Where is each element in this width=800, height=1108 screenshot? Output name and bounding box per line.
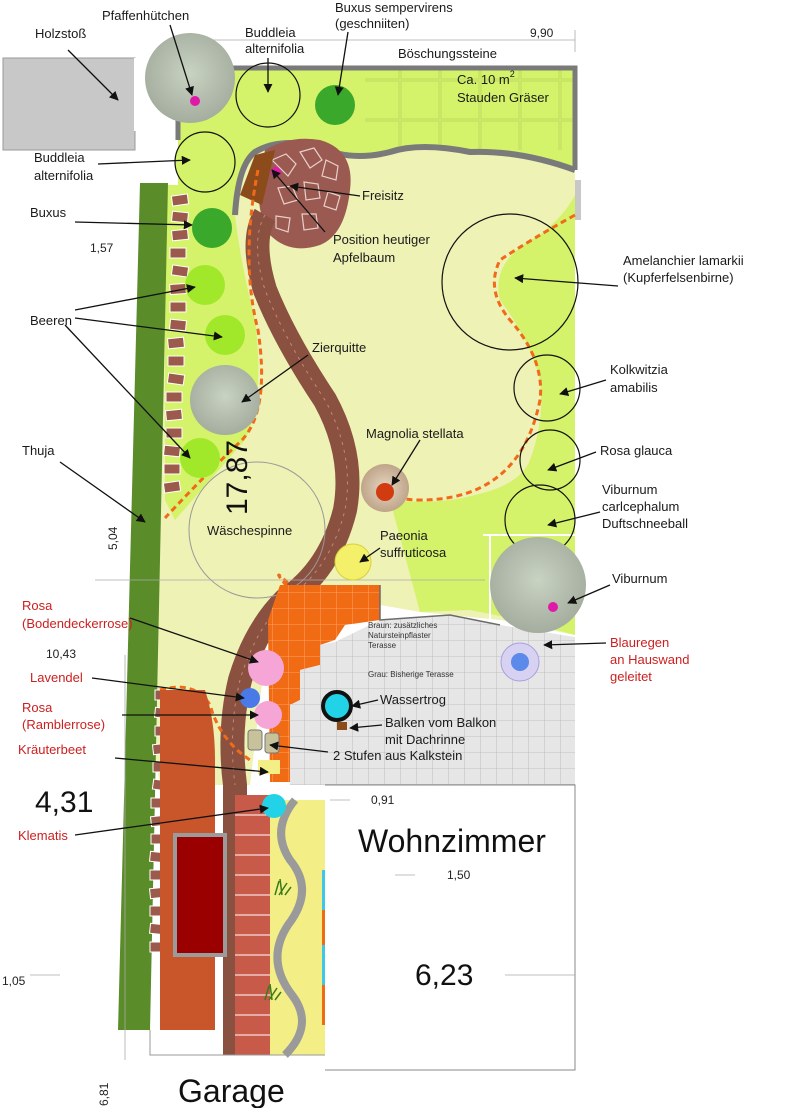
label-braun-1: Braun: zusätzliches: [368, 621, 437, 630]
dim-681: 6,81: [97, 1082, 111, 1106]
label-amelanchier-1: Amelanchier lamarkii: [623, 253, 744, 268]
dim-157: 1,57: [90, 241, 114, 255]
label-stufen: 2 Stufen aus Kalkstein: [333, 748, 462, 763]
label-garage: Garage: [178, 1073, 285, 1108]
label-waeschespinne: Wäschespinne: [207, 523, 292, 538]
label-buddleia-top-2: alternifolia: [245, 41, 305, 56]
label-kraeuterbeet: Kräuterbeet: [18, 742, 86, 757]
label-klematis: Klematis: [18, 828, 68, 843]
quitte-tree: [190, 365, 260, 435]
label-freisitz: Freisitz: [362, 188, 404, 203]
terrace-new: [268, 585, 380, 782]
label-buxus: Buxus: [30, 205, 67, 220]
buxus-circle: [192, 208, 232, 248]
label-magnolia: Magnolia stellata: [366, 426, 464, 441]
label-wassertrog: Wassertrog: [380, 692, 446, 707]
dim-431: 4,31: [35, 786, 93, 819]
dim-105: 1,05: [2, 974, 26, 988]
amelanchier-circle: [441, 213, 579, 351]
label-thuja: Thuja: [22, 443, 55, 458]
beeren-2: [205, 315, 245, 355]
label-kolkwitzia-1: Kolkwitzia: [610, 362, 669, 377]
label-viburnum-c-1: Viburnum: [602, 482, 657, 497]
holzstoss-area: [2, 57, 136, 151]
label-buxus-semp-2: (geschniiten): [335, 16, 409, 31]
rosa-glauca-circle: [519, 429, 581, 491]
label-wohnzimmer: Wohnzimmer: [358, 823, 546, 859]
rosa-bd-circle: [248, 650, 284, 686]
label-rosa-bd-2: (Bodendeckerrose): [22, 616, 133, 631]
label-blauregen-3: geleitet: [610, 669, 652, 684]
label-lavendel: Lavendel: [30, 670, 83, 685]
label-holzstoss: Holzstoß: [35, 26, 86, 41]
label-kolkwitzia-2: amabilis: [610, 380, 658, 395]
waeschespinne-circle: [188, 461, 326, 599]
dim-1787: 17,87: [221, 440, 254, 515]
label-viburnum-c-2: carlcephalum: [602, 499, 679, 514]
label-rosa-r-2: (Ramblerrose): [22, 717, 105, 732]
klematis-circle: [262, 794, 286, 818]
dim-091: 0,91: [371, 793, 395, 807]
viburnum-tree: [490, 537, 586, 633]
label-blauregen-1: Blauregen: [610, 635, 669, 650]
label-viburnum-c-3: Duftschneeball: [602, 516, 688, 531]
paeonia-circle: [334, 543, 372, 581]
label-stauden-1: Ca. 10 m2: [457, 69, 515, 87]
dim-150: 1,50: [447, 868, 471, 882]
dim-1043: 10,43: [46, 647, 76, 661]
boeschung-wall: [178, 65, 578, 170]
beeren-1: [185, 265, 225, 305]
dim-504: 5,04: [106, 526, 120, 550]
label-pfaffenhuetchen: Pfaffenhütchen: [102, 8, 189, 23]
label-boeschungssteine: Böschungssteine: [398, 46, 497, 61]
dim-top-width: 9,90: [530, 26, 554, 40]
buddleia-left-circle: [174, 131, 236, 193]
thuja-hedge: [118, 183, 168, 1030]
buxus-semp-circle: [315, 85, 355, 125]
label-apfel-2: Apfelbaum: [333, 250, 395, 265]
label-beeren: Beeren: [30, 313, 72, 328]
label-grau: Grau: Bisherige Terasse: [368, 670, 454, 679]
label-buddleia-left-1: Buddleia: [34, 150, 85, 165]
label-rosa-r-1: Rosa: [22, 700, 53, 715]
label-viburnum: Viburnum: [612, 571, 667, 586]
label-balken-2: mit Dachrinne: [385, 732, 465, 747]
wassertrog: [321, 690, 353, 722]
rosa-r-circle: [254, 701, 282, 729]
label-buddleia-left-2: alternifolia: [34, 168, 94, 183]
label-braun-3: Terasse: [368, 641, 397, 650]
label-amelanchier-2: (Kupferfelsenbirne): [623, 270, 734, 285]
label-zierquitte: Zierquitte: [312, 340, 366, 355]
right-bed: [390, 195, 575, 635]
label-apfel-1: Position heutiger: [333, 232, 431, 247]
lavendel-circle: [240, 688, 260, 708]
label-blauregen-2: an Hauswand: [610, 652, 690, 667]
label-paeonia-2: suffruticosa: [380, 545, 447, 560]
pond: [173, 833, 227, 957]
pfaffenhuetchen-tree: [145, 33, 235, 123]
label-buxus-semp-1: Buxus sempervirens: [335, 0, 453, 15]
label-rosa-glauca: Rosa glauca: [600, 443, 673, 458]
label-balken-1: Balken vom Balkon: [385, 715, 496, 730]
beeren-3: [180, 438, 220, 478]
label-paeonia-1: Paeonia: [380, 528, 428, 543]
label-stauden-2: Stauden Gräser: [457, 90, 549, 105]
dim-623: 6,23: [415, 959, 473, 992]
label-rosa-bd-1: Rosa: [22, 598, 53, 613]
label-braun-2: Natursteinpflaster: [368, 631, 431, 640]
label-buddleia-top-1: Buddleia: [245, 25, 296, 40]
